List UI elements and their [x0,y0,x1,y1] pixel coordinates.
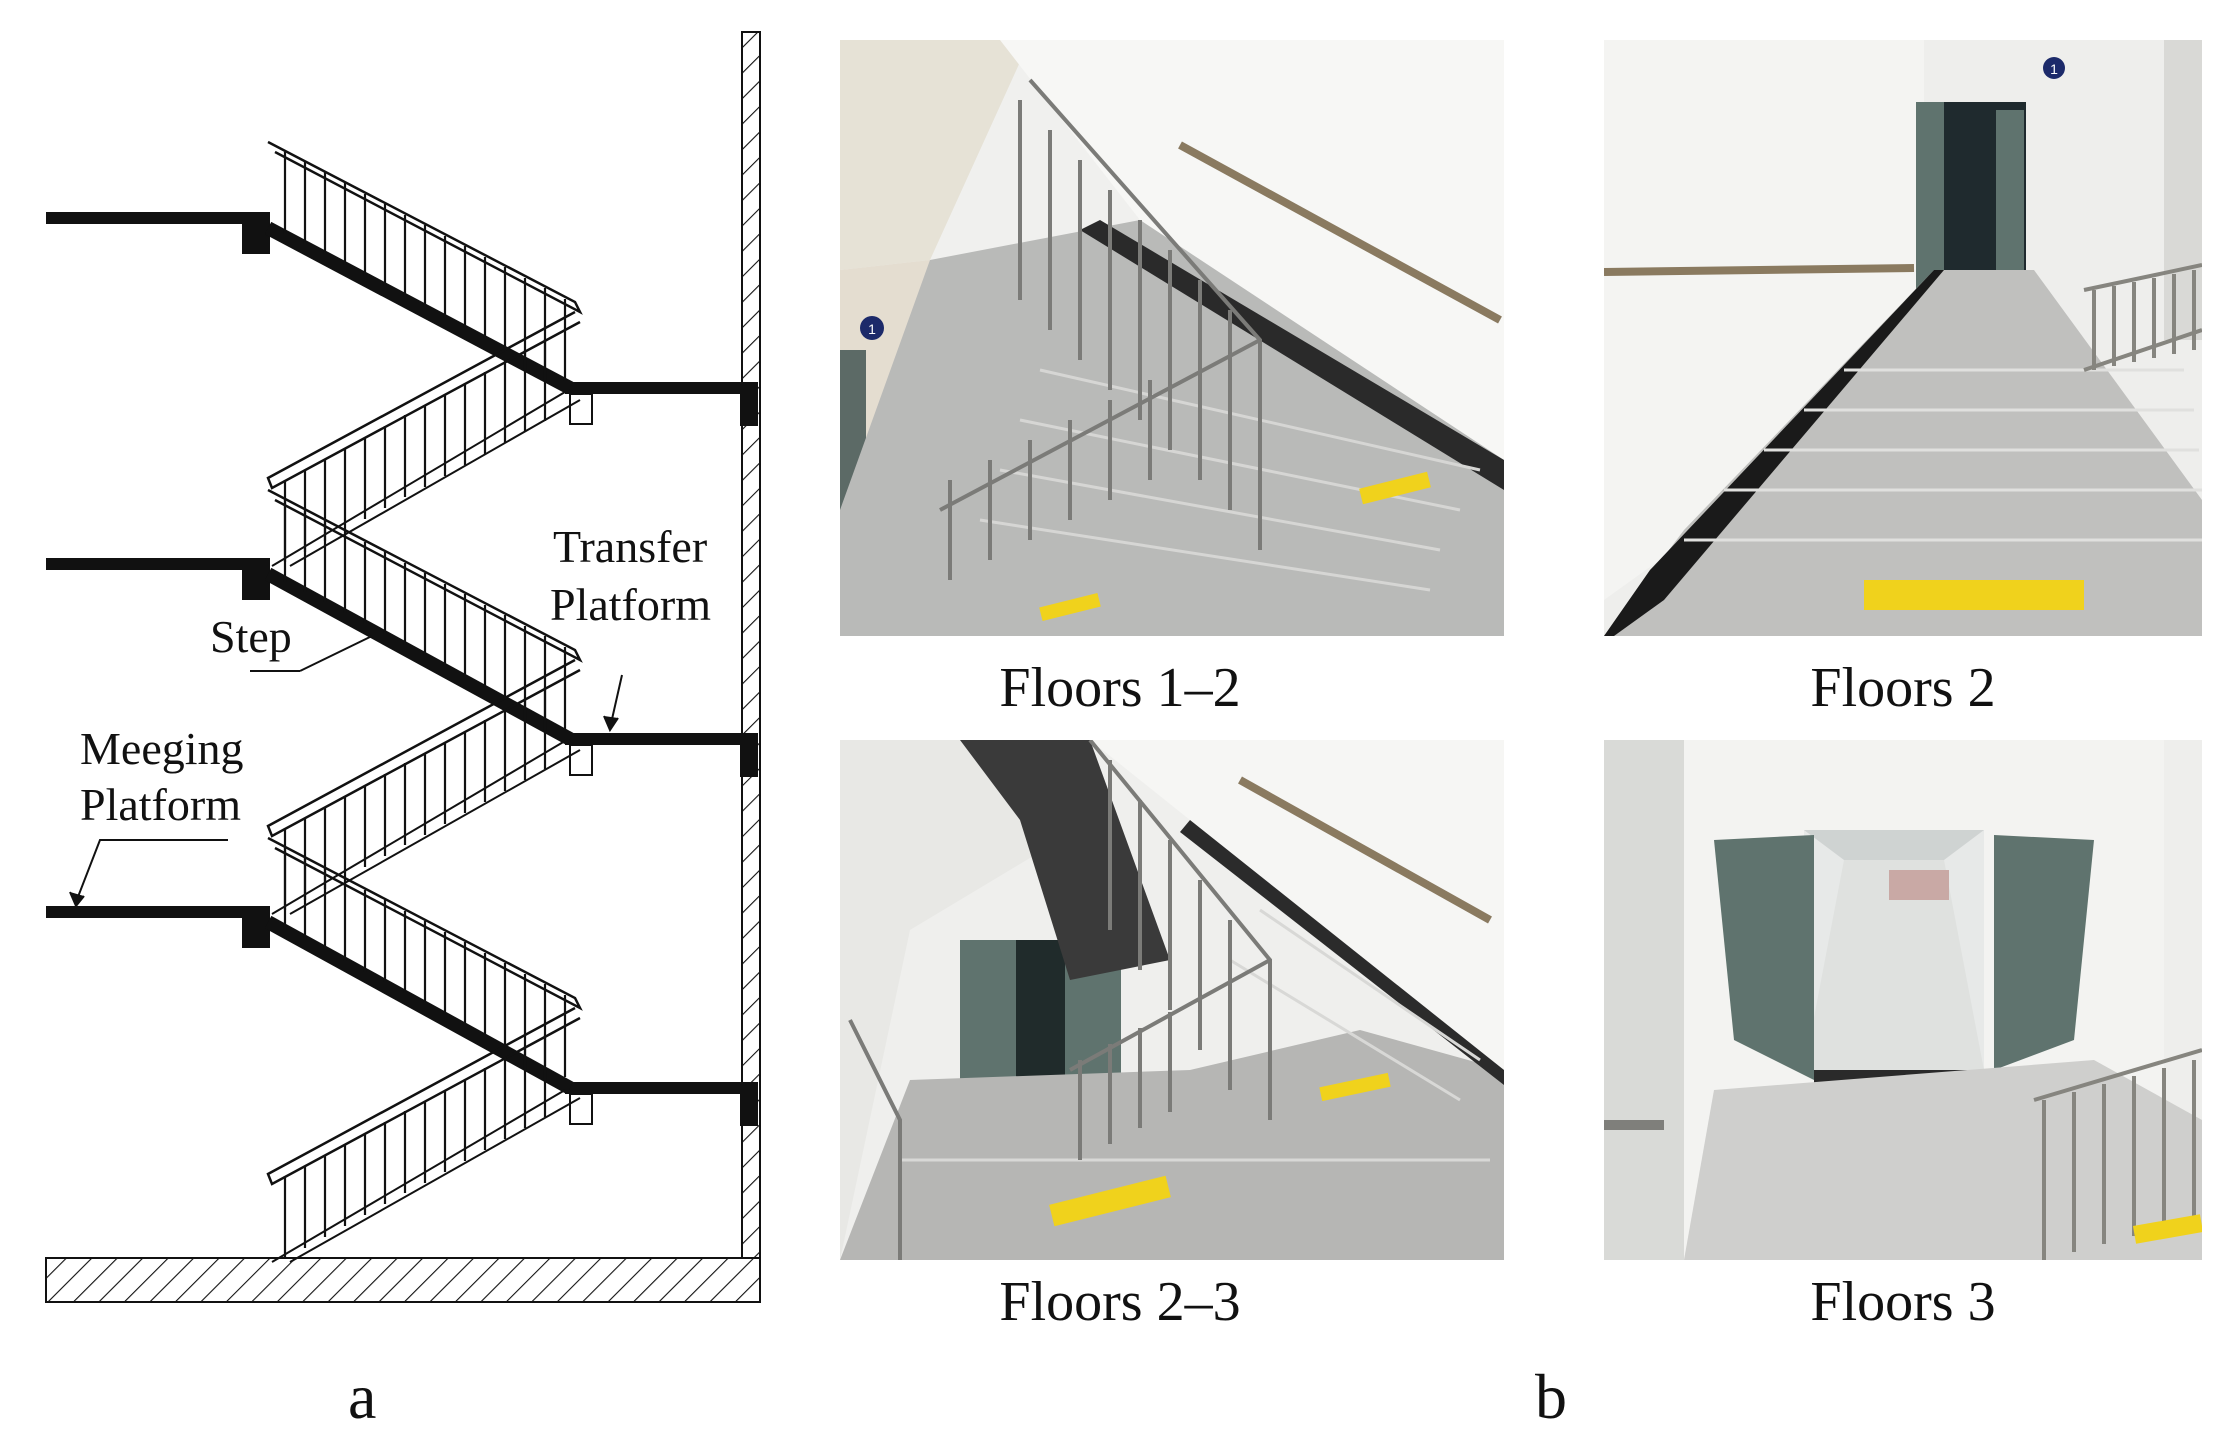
merging-platform-label-line1: Meeging [80,723,244,774]
caption-floors-3: Floors 3 [1810,1271,1996,1333]
corridor-photo-illustration [1604,740,2202,1260]
stair-photo-illustration [840,740,1504,1260]
transfer-platform-label-line2: Platform [550,579,711,630]
photo-floors-3 [1604,740,2202,1260]
floor-sign-number: 1 [2050,61,2058,77]
floor-sign-number: 1 [868,321,876,337]
stair-photo-illustration: 1 [840,40,1504,636]
caption-floors-2-3: Floors 2–3 [999,1271,1241,1333]
merging-platform-label-line2: Platform [80,779,241,830]
caption-floors-1-2: Floors 1–2 [999,657,1241,719]
stair-photo-illustration: 1 [1604,40,2202,636]
transfer-platforms [565,382,758,1126]
leader-lines [69,635,623,908]
panel-a-letter: a [348,1361,377,1432]
photo-floors-1-2: 1 [840,40,1504,636]
stair-section-drawing: Transfer Platform Step Meeging Platform … [0,0,780,1437]
step-label: Step [210,611,292,662]
caption-floors-2: Floors 2 [1810,657,1996,719]
ascending-flights [271,391,581,1263]
transfer-platform-label-line1: Transfer [553,521,708,572]
photo-floors-2: 1 [1604,40,2202,636]
floor-slabs [46,212,270,948]
stair-section-svg [45,31,761,1303]
descending-flights [264,221,574,1095]
balusters [283,152,567,1258]
panel-b-letter: b [1535,1361,1567,1432]
ground-slab [45,1257,761,1303]
photo-floors-2-3 [840,740,1504,1260]
